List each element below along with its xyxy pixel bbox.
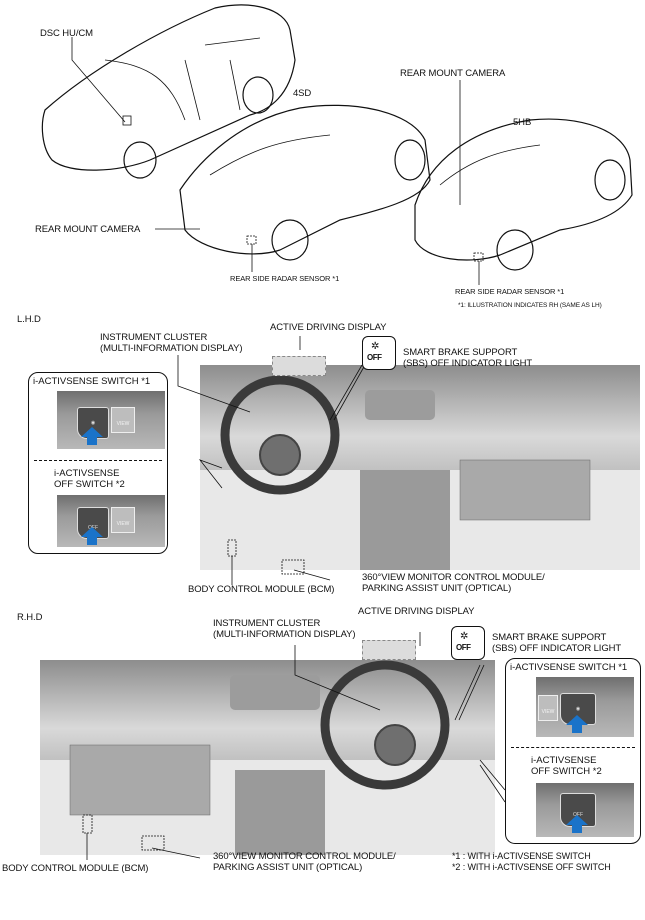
active-driving-display-marker-lhd [272,356,326,376]
label-activsense-switch-lhd: i-ACTIVSENSE SWITCH *1 [33,376,151,387]
car-hatch-rear [414,118,633,271]
divider [34,460,162,461]
view-button: VIEW [538,695,558,721]
leader-lines-top [71,37,480,285]
car-sedan-front [41,4,296,179]
switch-callout-rhd: i-ACTIVSENSE SWITCH *1 VIEW ◉ i-ACTIVSEN… [505,658,641,844]
car-sedan-rear [179,104,431,261]
arrow-up-icon [566,715,588,725]
label-dsc-hu-cm: DSC HU/CM [40,28,93,39]
label-360-view-monitor-rhd: 360°VIEW MONITOR CONTROL MODULE/ PARKING… [213,851,396,873]
label-rear-mount-camera-5hb: REAR MOUNT CAMERA [400,68,506,79]
label-4sd: 4SD [293,88,312,99]
arrow-up-icon [81,527,103,537]
footnote-rh-illustration: *1: ILLUSTRATION INDICATES RH (SAME AS L… [458,302,602,309]
section-title-lhd: L.H.D [17,314,41,325]
switch-photo-2-lhd: OFF VIEW [57,495,165,547]
leader-lines-rhd [86,632,506,860]
label-active-driving-display-rhd: ACTIVE DRIVING DISPLAY [358,606,475,617]
active-driving-display-marker-rhd [362,640,416,660]
label-instrument-cluster-lhd: INSTRUMENT CLUSTER (MULTI-INFORMATION DI… [100,332,243,354]
label-activsense-off-switch-rhd: i-ACTIVSENSE OFF SWITCH *2 [531,755,602,777]
label-active-driving-display-lhd: ACTIVE DRIVING DISPLAY [270,322,387,333]
label-instrument-cluster-rhd: INSTRUMENT CLUSTER (MULTI-INFORMATION DI… [213,618,356,640]
switch-photo-2-rhd: OFF [536,783,634,837]
label-bcm-lhd: BODY CONTROL MODULE (BCM) [188,584,335,595]
arrow-up-icon [81,427,103,437]
label-sbs-off-indicator-lhd: SMART BRAKE SUPPORT (SBS) OFF INDICATOR … [403,347,533,369]
label-360-view-monitor-lhd: 360°VIEW MONITOR CONTROL MODULE/ PARKING… [362,572,545,594]
dashboard-rhd [40,660,495,855]
section-title-rhd: R.H.D [17,612,43,623]
label-rear-side-radar-5hb: REAR SIDE RADAR SENSOR *1 [455,287,565,296]
label-activsense-off-switch-lhd: i-ACTIVSENSE OFF SWITCH *2 [54,468,125,490]
view-button: VIEW [111,407,135,433]
label-activsense-switch-rhd: i-ACTIVSENSE SWITCH *1 [510,662,628,673]
dashboard-lhd [200,365,640,575]
view-button: VIEW [111,507,135,533]
label-sbs-off-indicator-rhd: SMART BRAKE SUPPORT (SBS) OFF INDICATOR … [492,632,622,654]
arrow-up-icon [566,815,588,825]
label-5hb: 5HB [513,117,532,128]
leader-lines-lhd [177,336,366,585]
label-rear-side-radar-4sd: REAR SIDE RADAR SENSOR *1 [230,274,340,283]
divider [511,747,635,748]
sbs-off-indicator-icon: ✲OFF [451,626,485,660]
switch-photo-1-lhd: ◉ VIEW [57,391,165,449]
switch-photo-1-rhd: VIEW ◉ [536,677,634,737]
sbs-off-indicator-icon: ✲OFF [362,336,396,370]
footnotes-rhd: *1 : WITH i-ACTIVSENSE SWITCH *2 : WITH … [452,851,611,872]
label-bcm-rhd: BODY CONTROL MODULE (BCM) [2,863,149,874]
switch-callout-lhd: i-ACTIVSENSE SWITCH *1 ◉ VIEW i-ACTIVSEN… [28,372,168,554]
label-rear-mount-camera-4sd: REAR MOUNT CAMERA [35,224,141,235]
